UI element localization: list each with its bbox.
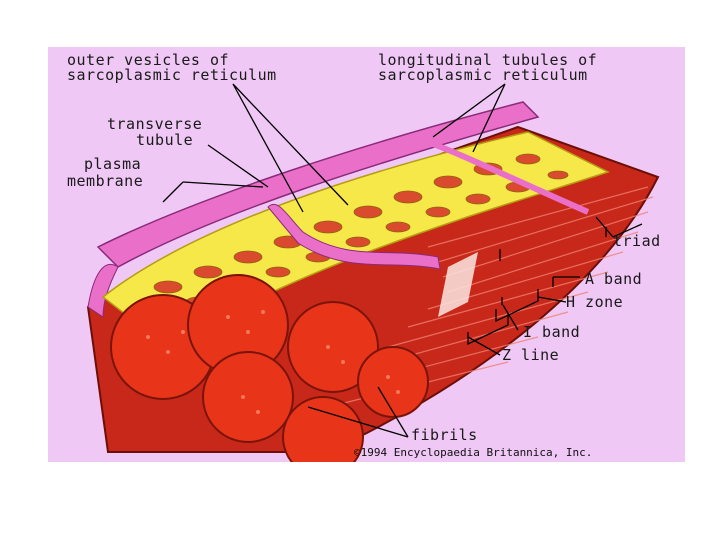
copyright-credit: ©1994 Encyclopaedia Britannica, Inc. xyxy=(354,446,593,459)
label-transverse-tubule-line1: transverse xyxy=(107,115,203,133)
label-plasma-membrane-line1: plasma xyxy=(84,155,142,173)
leader-lines xyxy=(162,83,643,438)
label-z-line: Z line xyxy=(502,346,560,364)
h-zone-band xyxy=(438,252,478,317)
label-longitudinal-tubules-line2: sarcoplasmic reticulum xyxy=(378,66,588,84)
label-h-zone: H zone xyxy=(566,293,624,311)
band-brackets xyxy=(467,227,607,346)
muscle-fiber-illustration xyxy=(86,83,660,462)
label-i-band: I band xyxy=(523,323,581,341)
label-fibrils: fibrils xyxy=(411,426,478,444)
label-outer-vesicles-line2: sarcoplasmic reticulum xyxy=(67,66,277,84)
label-plasma-membrane-line2: membrane xyxy=(67,172,144,190)
label-triad: triad xyxy=(613,232,661,250)
label-a-band: A band xyxy=(585,270,643,288)
fibril-dot-texture xyxy=(146,310,400,414)
label-outer-vesicles-line1: outer vesicles of xyxy=(67,51,230,69)
fibril-cross-sections xyxy=(110,274,429,462)
diagram-panel: outer vesicles of sarcoplasmic reticulum… xyxy=(48,47,685,462)
label-transverse-tubule-line2: tubule xyxy=(136,131,194,149)
label-longitudinal-tubules-line1: longitudinal tubules of xyxy=(378,51,598,69)
transverse-tubule-shape xyxy=(267,204,441,270)
